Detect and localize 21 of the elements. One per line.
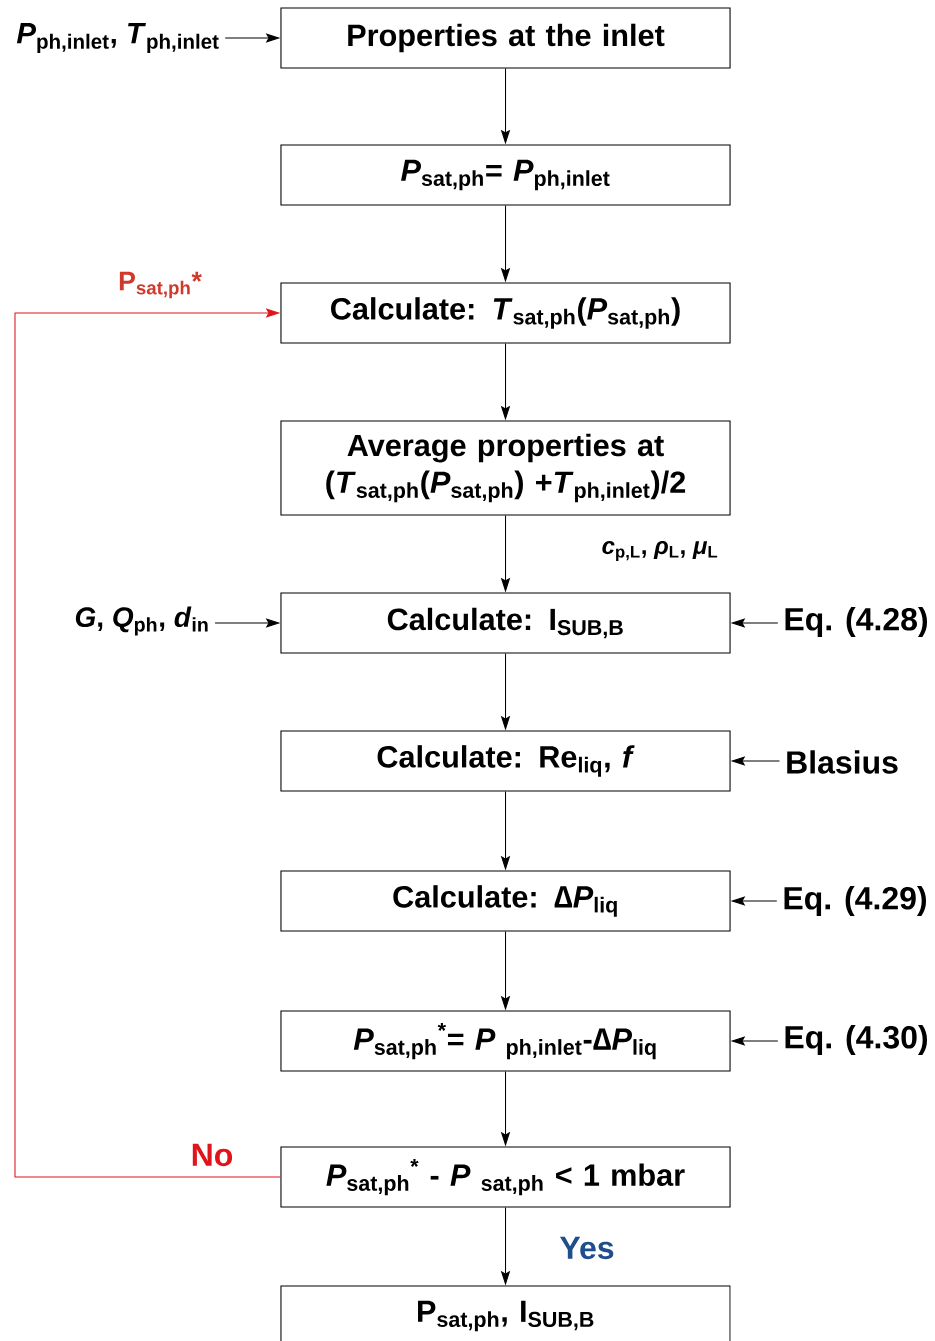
input-label: Eq. (4.29) xyxy=(784,886,926,916)
edge-label: c$_{p,L}$, ρ$_{L}$, μ$_{L}$ xyxy=(600,539,720,563)
arrow xyxy=(14,308,281,1178)
process-box: P$_{sat,ph}$$^{*}$= P $_{ph,inlet}$-∆P$_{liq}$ xyxy=(280,1010,731,1072)
input-label: G, Q$_{ph}$, d$_{in}$ xyxy=(75,606,208,636)
process-box: Properties at the inlet xyxy=(280,7,731,69)
loop-label: P$_{sat,ph}$* xyxy=(116,270,204,300)
input-label: P$_{ph,inlet}$, T$_{ph,inlet}$ xyxy=(16,23,219,53)
process-box: Calculate: ∆P$_{liq}$ xyxy=(280,870,731,932)
input-label: Eq. (4.28) xyxy=(785,607,927,637)
process-box: Calculate: Re$_{liq}$, f xyxy=(280,730,731,792)
edge-label: Yes xyxy=(558,1235,616,1261)
process-box: Average properties at (T$_{sat,ph}$(P$_{sat,ph}$) +T$_{ph,inlet}$)/2 xyxy=(280,420,731,516)
process-box: Calculate: T$_{sat,ph}$(P$_{sat,ph}$) xyxy=(280,282,731,344)
process-box: P$_{sat,ph}$, I$_{SUB,B}$ xyxy=(280,1285,731,1341)
input-label: Eq. (4.30) xyxy=(785,1025,927,1055)
process-box: P$_{sat,ph}$= P$_{ph,inlet}$ xyxy=(280,144,731,206)
edge-label: No xyxy=(189,1142,235,1168)
input-label: Blasius xyxy=(787,750,898,774)
process-box: Calculate: I$_{SUB,B}$ xyxy=(280,592,731,654)
process-box: P$_{sat,ph}$$^{*}$ - P $_{sat,ph}$ < 1 mbar xyxy=(280,1146,731,1208)
